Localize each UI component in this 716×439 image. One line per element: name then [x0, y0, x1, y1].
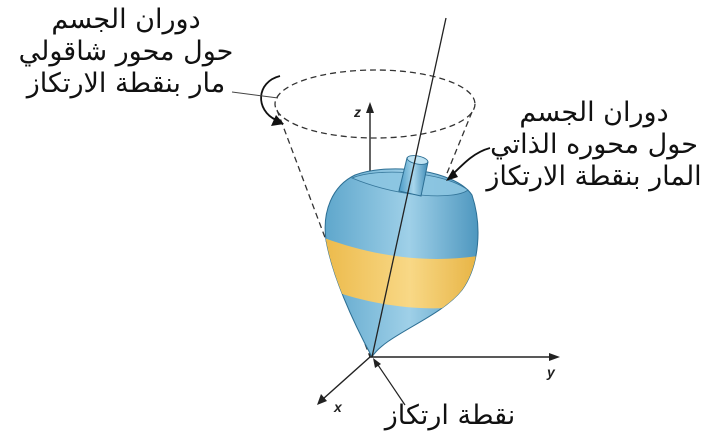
vertical-rotation-line-2: حول محور شاقولي: [18, 36, 234, 67]
self-rotation-line-2: حول محوره الذاتي: [490, 129, 698, 160]
vertical-rotation-arrow: [260, 75, 284, 126]
pivot-pointer: [373, 358, 406, 406]
top-stem-cap: [406, 155, 429, 165]
x-axis: [317, 356, 371, 405]
vertical-rotation-label: دوران الجسم حول محور شاقولي مار بنقطة ال…: [10, 4, 242, 100]
spin-axis: [371, 17, 447, 358]
x-axis-label: x: [333, 399, 343, 415]
self-rotation-arrow: [446, 147, 491, 181]
top-band: [325, 228, 478, 309]
pivot-point-label: نقطة ارتكاز: [384, 400, 516, 431]
vertical-rotation-line-1: دوران الجسم: [51, 4, 201, 35]
vertical-rotation-leader: [231, 91, 279, 99]
z-axis-label: z: [353, 104, 361, 120]
y-axis-arrowhead: [549, 353, 560, 361]
vertical-rotation-line-3: مار بنقطة الارتكاز: [26, 68, 226, 99]
spinning-top: [324, 155, 479, 359]
self-rotation-line-3: المار بنقطة الارتكاز: [486, 161, 702, 192]
x-axis-arrowhead: [317, 394, 327, 405]
self-rotation-line-1: دوران الجسم: [519, 97, 669, 128]
cone-left-edge: [276, 109, 371, 358]
y-axis: [370, 353, 560, 361]
y-axis-label: y: [546, 364, 556, 380]
z-axis-arrowhead: [366, 102, 374, 113]
precession-circle: [274, 69, 476, 139]
self-rotation-label: دوران الجسم حول محوره الذاتي المار بنقطة…: [478, 97, 710, 193]
